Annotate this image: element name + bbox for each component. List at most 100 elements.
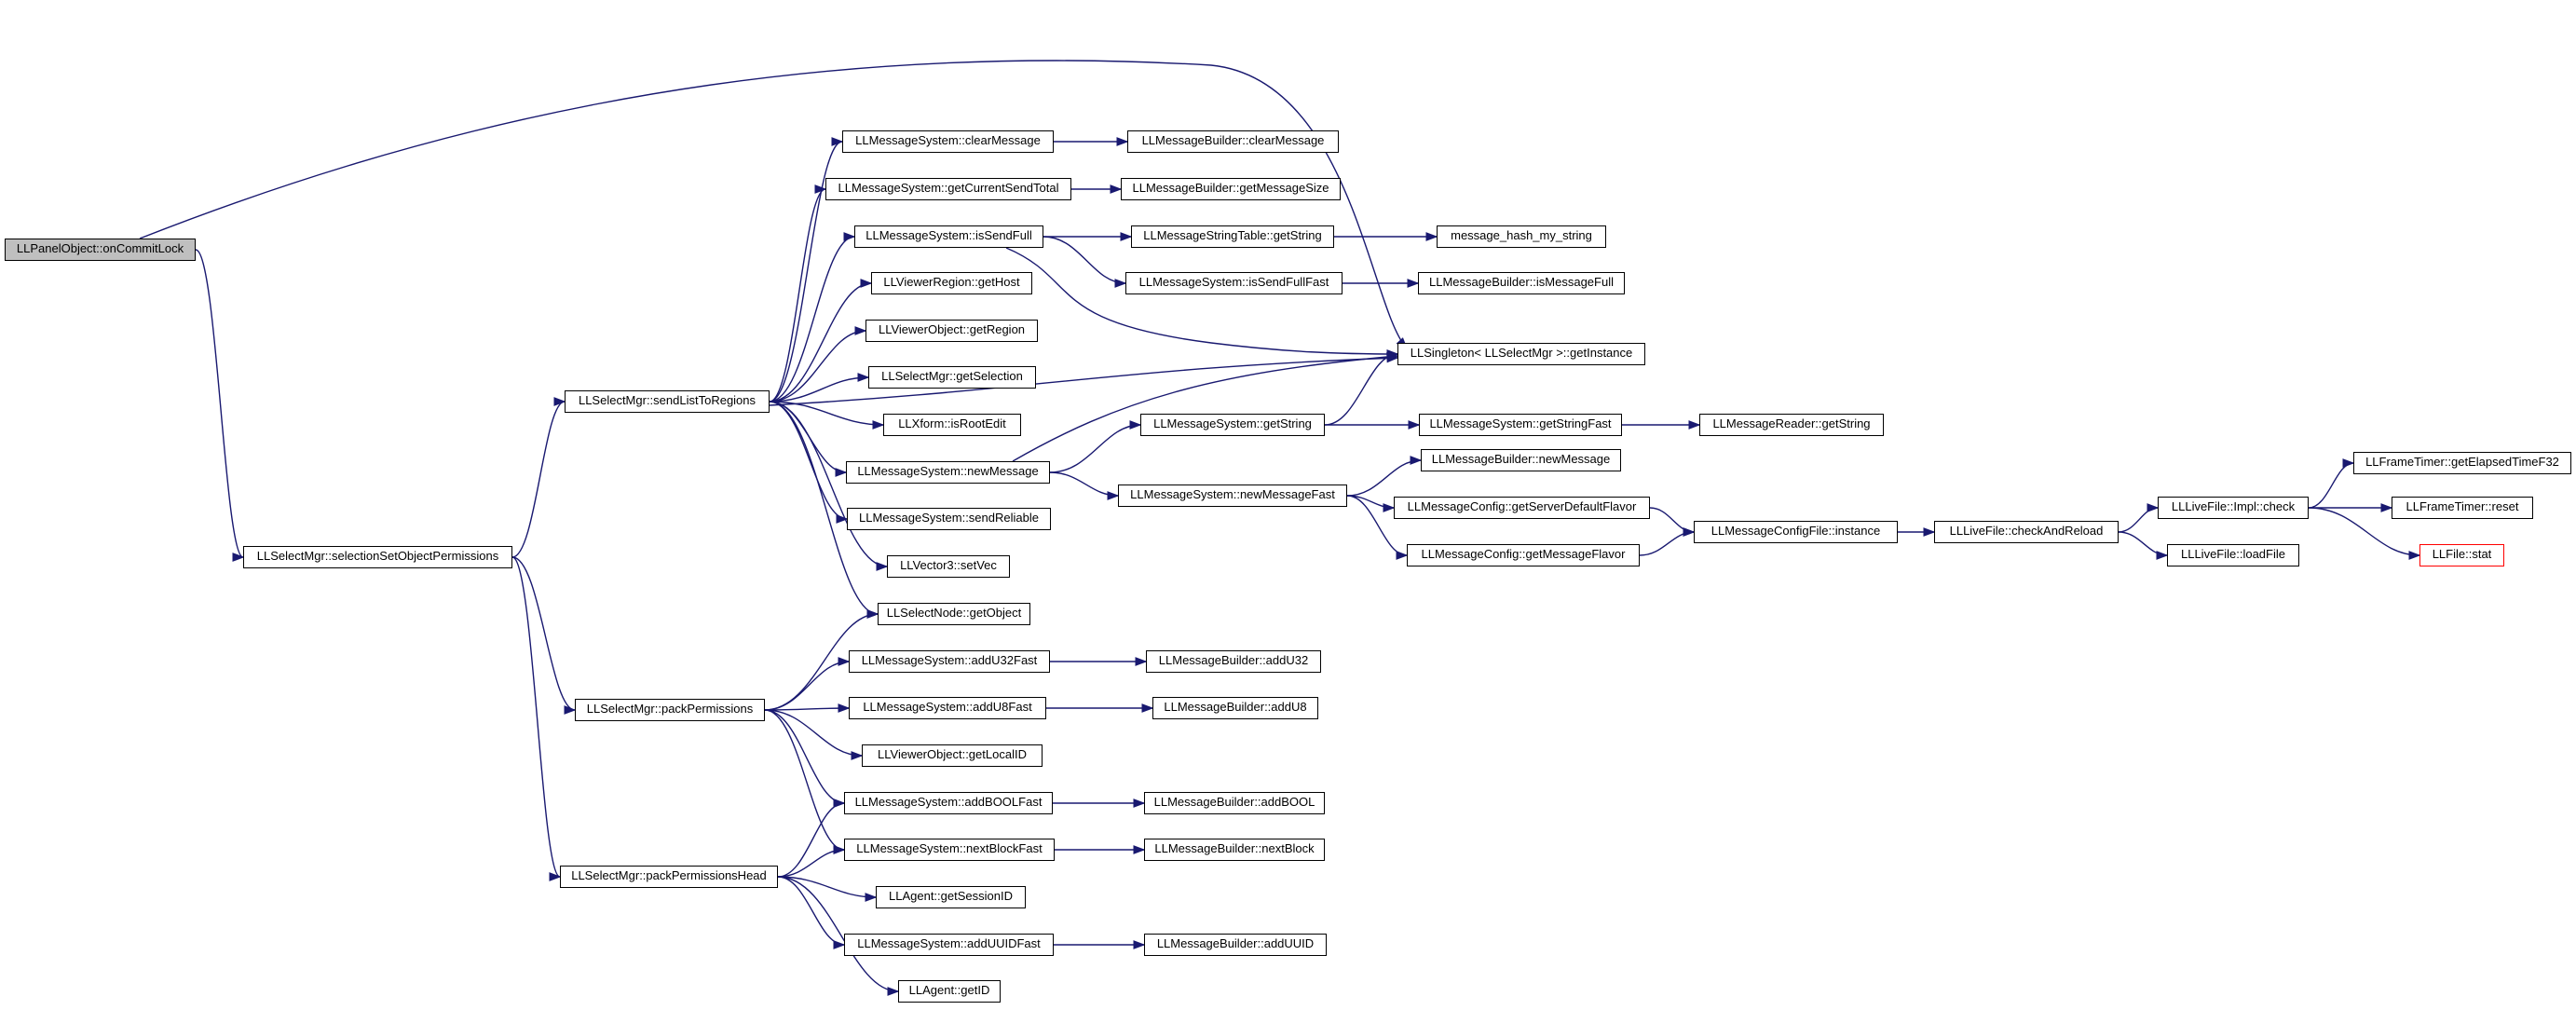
node-new-message-fast[interactable]: LLMessageSystem::newMessageFast (1118, 485, 1347, 507)
node-get-elapsed-time-f32[interactable]: LLFrameTimer::getElapsedTimeF32 (2353, 452, 2571, 474)
node-get-selection[interactable]: LLSelectMgr::getSelection (868, 366, 1036, 389)
node-send-list-to-regions[interactable]: LLSelectMgr::sendListToRegions (565, 390, 770, 413)
node-mb-is-message-full[interactable]: LLMessageBuilder::isMessageFull (1418, 272, 1625, 294)
edge-send-list-to-regions-to-set-vec-arrowhead (876, 562, 889, 571)
edge-pack-permissions-head-to-get-session-id (777, 876, 877, 898)
edge-pack-permissions-head-to-add-uuid-fast-arrowhead (833, 940, 846, 949)
node-cfg-instance[interactable]: LLMessageConfigFile::instance (1694, 521, 1898, 543)
edge-send-list-to-regions-to-is-send-full (769, 236, 855, 403)
edge-send-list-to-regions-to-new-message (769, 401, 847, 473)
edge-cfg-instance-to-check-and-reload-arrowhead (1923, 527, 1936, 537)
node-mb-add-u8[interactable]: LLMessageBuilder::addU8 (1152, 697, 1318, 719)
edge-send-list-to-regions-to-set-vec (769, 401, 888, 567)
node-mb-clear-message[interactable]: LLMessageBuilder::clearMessage (1127, 130, 1339, 153)
node-add-u32-fast[interactable]: LLMessageSystem::addU32Fast (849, 650, 1050, 673)
edge-send-list-to-regions-to-get-selection-arrowhead (857, 373, 870, 382)
node-get-object[interactable]: LLSelectNode::getObject (878, 603, 1030, 625)
edge-impl-check-to-file-stat (2308, 507, 2420, 556)
node-hash-my-string[interactable]: message_hash_my_string (1437, 225, 1606, 248)
node-send-reliable[interactable]: LLMessageSystem::sendReliable (847, 508, 1051, 530)
node-next-block-fast[interactable]: LLMessageSystem::nextBlockFast (844, 839, 1055, 861)
node-clear-message[interactable]: LLMessageSystem::clearMessage (842, 130, 1054, 153)
node-mb-add-bool[interactable]: LLMessageBuilder::addBOOL (1144, 792, 1325, 814)
node-new-message[interactable]: LLMessageSystem::newMessage (846, 461, 1050, 484)
edge-pack-permissions-head-to-get-id-arrowhead (887, 987, 900, 996)
edge-get-string-to-get-instance (1324, 353, 1398, 426)
node-get-string[interactable]: LLMessageSystem::getString (1140, 414, 1325, 436)
node-mb-new-message[interactable]: LLMessageBuilder::newMessage (1421, 449, 1621, 471)
node-get-string-fast[interactable]: LLMessageSystem::getStringFast (1419, 414, 1622, 436)
node-set-vec[interactable]: LLVector3::setVec (887, 555, 1010, 578)
edge-impl-check-to-timer-reset-arrowhead (2380, 503, 2393, 512)
edge-new-message-fast-to-get-server-default-flavor-arrowhead (1383, 503, 1396, 512)
node-load-file[interactable]: LLLiveFile::loadFile (2167, 544, 2299, 566)
edge-impl-check-to-get-elapsed-time-f32-arrowhead (2342, 458, 2355, 468)
node-get-message-flavor[interactable]: LLMessageConfig::getMessageFlavor (1407, 544, 1640, 566)
edge-check-and-reload-to-load-file-arrowhead (2156, 551, 2169, 560)
edge-pack-permissions-to-add-u32-fast-arrowhead (838, 657, 851, 666)
edge-sel-set-obj-perm-to-pack-permissions-arrowhead (564, 705, 577, 715)
edge-send-list-to-regions-to-get-region (769, 330, 866, 403)
node-get-instance[interactable]: LLSingleton< LLSelectMgr >::getInstance (1397, 343, 1645, 365)
node-add-u8-fast[interactable]: LLMessageSystem::addU8Fast (849, 697, 1046, 719)
node-get-server-default-flavor[interactable]: LLMessageConfig::getServerDefaultFlavor (1394, 497, 1650, 519)
edge-get-server-default-flavor-to-cfg-instance (1649, 507, 1695, 533)
node-add-uuid-fast[interactable]: LLMessageSystem::addUUIDFast (844, 934, 1054, 956)
node-sel-set-obj-perm[interactable]: LLSelectMgr::selectionSetObjectPermissio… (243, 546, 512, 568)
edge-check-and-reload-to-load-file (2118, 531, 2168, 556)
edge-new-message-fast-to-get-message-flavor-arrowhead (1396, 551, 1409, 560)
edge-new-message-to-get-string (1049, 424, 1141, 473)
node-pack-permissions[interactable]: LLSelectMgr::packPermissions (575, 699, 765, 721)
node-is-root-edit[interactable]: LLXform::isRootEdit (883, 414, 1021, 436)
edge-send-list-to-regions-to-send-reliable-arrowhead (836, 514, 849, 524)
node-impl-check[interactable]: LLLiveFile::Impl::check (2158, 497, 2309, 519)
node-pack-permissions-head[interactable]: LLSelectMgr::packPermissionsHead (560, 866, 778, 888)
edge-pack-permissions-to-add-u8-fast-arrowhead (838, 703, 851, 713)
node-st-get-string[interactable]: LLMessageStringTable::getString (1131, 225, 1334, 248)
node-get-session-id[interactable]: LLAgent::getSessionID (876, 886, 1026, 908)
node-reader-get-string[interactable]: LLMessageReader::getString (1699, 414, 1884, 436)
edge-add-u32-fast-to-mb-add-u32-arrowhead (1135, 657, 1148, 666)
node-on-commit-lock[interactable]: LLPanelObject::onCommitLock (5, 239, 196, 261)
edge-pack-permissions-head-to-add-bool-fast (777, 802, 845, 878)
edge-send-list-to-regions-to-get-region-arrowhead (854, 326, 867, 335)
node-mb-add-u32[interactable]: LLMessageBuilder::addU32 (1146, 650, 1321, 673)
node-get-local-id[interactable]: LLViewerObject::getLocalID (862, 744, 1043, 767)
node-add-bool-fast[interactable]: LLMessageSystem::addBOOLFast (844, 792, 1053, 814)
node-get-id[interactable]: LLAgent::getID (898, 980, 1001, 1003)
edge-send-list-to-regions-to-get-host-arrowhead (860, 279, 873, 288)
edge-send-list-to-regions-to-get-selection (769, 376, 869, 403)
node-is-send-full[interactable]: LLMessageSystem::isSendFull (854, 225, 1043, 248)
node-mb-next-block[interactable]: LLMessageBuilder::nextBlock (1144, 839, 1325, 861)
edge-on-commit-lock-to-sel-set-obj-perm (195, 249, 244, 558)
node-is-send-full-fast[interactable]: LLMessageSystem::isSendFullFast (1125, 272, 1343, 294)
edge-on-commit-lock-to-sel-set-obj-perm-arrowhead (232, 553, 245, 562)
node-mb-add-uuid[interactable]: LLMessageBuilder::addUUID (1144, 934, 1327, 956)
node-get-region[interactable]: LLViewerObject::getRegion (865, 320, 1038, 342)
edge-on-commit-lock-to-get-instance (139, 60, 1408, 349)
node-file-stat[interactable]: LLFile::stat (2419, 544, 2504, 566)
edge-impl-check-to-get-elapsed-time-f32 (2308, 462, 2354, 509)
edge-send-list-to-regions-to-get-host (769, 282, 872, 403)
node-mb-get-message-size[interactable]: LLMessageBuilder::getMessageSize (1121, 178, 1341, 200)
edge-send-list-to-regions-to-clear-message-arrowhead (831, 137, 844, 146)
edge-pack-permissions-to-get-object-arrowhead (866, 609, 879, 619)
edge-sel-set-obj-perm-to-send-list-to-regions-arrowhead (553, 397, 566, 406)
edge-is-send-full-to-is-send-full-fast-arrowhead (1114, 279, 1127, 288)
edge-is-send-full-to-is-send-full-fast (1043, 236, 1126, 284)
edge-pack-permissions-head-to-add-bool-fast-arrowhead (833, 798, 846, 808)
edge-send-list-to-regions-to-is-root-edit (769, 401, 884, 426)
edge-check-and-reload-to-impl-check (2118, 507, 2159, 533)
edge-send-list-to-regions-to-is-send-full-arrowhead (843, 232, 856, 241)
edge-add-bool-fast-to-mb-add-bool-arrowhead (1133, 798, 1146, 808)
node-timer-reset[interactable]: LLFrameTimer::reset (2392, 497, 2533, 519)
node-check-and-reload[interactable]: LLLiveFile::checkAndReload (1934, 521, 2119, 543)
edge-pack-permissions-head-to-add-uuid-fast (777, 876, 845, 946)
node-get-host[interactable]: LLViewerRegion::getHost (871, 272, 1032, 294)
edge-sel-set-obj-perm-to-pack-permissions (511, 556, 576, 711)
edge-is-send-full-to-get-instance (1005, 247, 1398, 355)
edge-send-list-to-regions-to-get-object (769, 401, 879, 615)
edge-pack-permissions-to-add-u32-fast (764, 661, 850, 711)
node-get-current-send-total[interactable]: LLMessageSystem::getCurrentSendTotal (825, 178, 1071, 200)
